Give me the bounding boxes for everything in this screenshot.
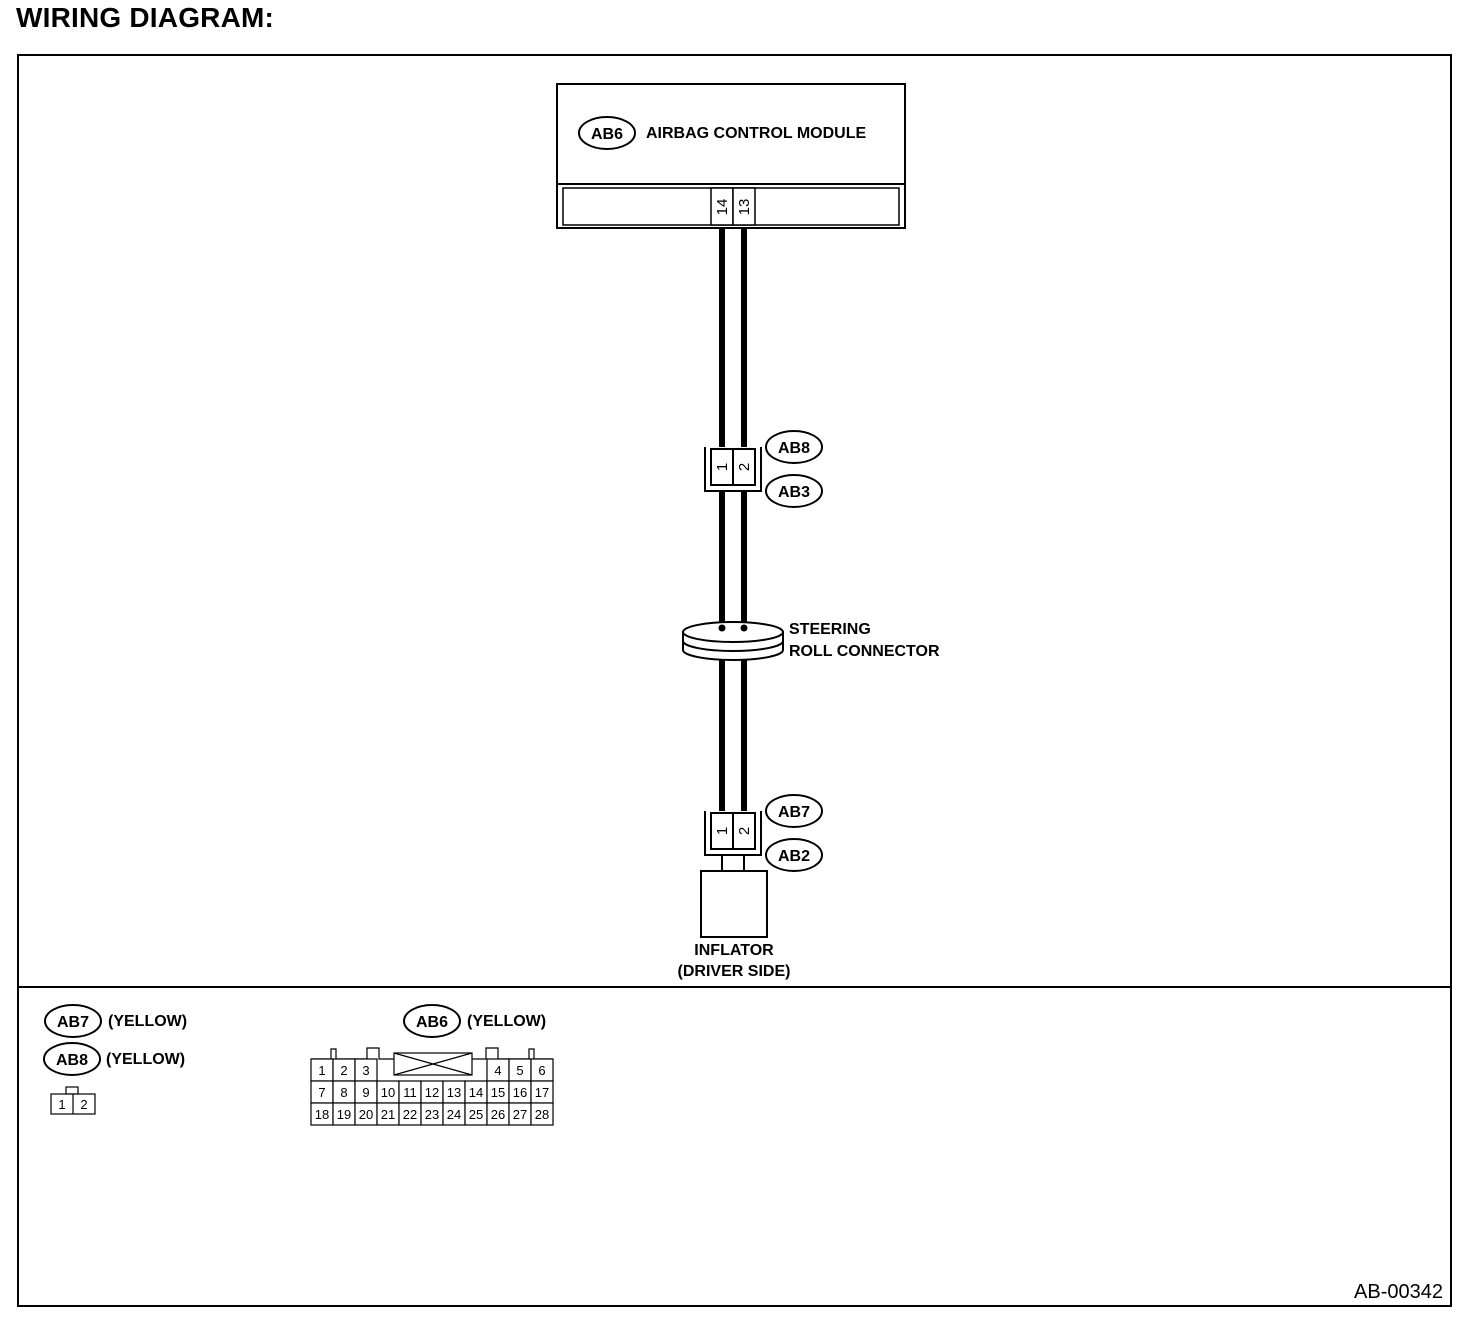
legend-ab8-code: AB8 [56,1052,88,1069]
legend-two-pin-face: 1 2 [50,1086,96,1115]
ab6-pin-number: 19 [337,1107,351,1122]
ab6-pin-number: 9 [362,1085,369,1100]
ab6-pin-number: 28 [535,1107,549,1122]
ab8-pin-2: 2 [736,463,753,471]
legend-ab7-color: (YELLOW) [108,1013,187,1030]
ab6-pin-number: 1 [318,1063,325,1078]
legend-pin-1: 1 [58,1097,65,1112]
ab6-pin-number: 13 [447,1085,461,1100]
connector-badge-ab2 [765,838,823,872]
connector-badge-ab6 [578,116,636,150]
legend-ab8-color: (YELLOW) [106,1051,185,1068]
legend-ab7-code: AB7 [57,1014,89,1031]
ab6-pin-number: 20 [359,1107,373,1122]
legend-pin-2: 2 [80,1097,87,1112]
airbag-control-module: AB6 AIRBAG CONTROL MODULE 14 13 [556,83,906,229]
module-code: AB6 [591,126,623,143]
module-pin-14: 14 [714,199,731,216]
wire-harness-upper [719,228,747,447]
ab6-pin-number: 5 [516,1063,523,1078]
wire-harness-middle [719,491,747,626]
connector-badge-ab3 [765,474,823,508]
legend-ab7-ab8: AB7 (YELLOW) AB8 (YELLOW) 1 2 [43,1004,187,1115]
inflator-label-1: INFLATOR [694,942,774,959]
ab7-pin-1: 1 [714,827,731,835]
ab6-pin-number: 22 [403,1107,417,1122]
roll-connector-label-2: ROLL CONNECTOR [789,643,940,660]
ab6-pin-number: 10 [381,1085,395,1100]
roll-connector-label-1: STEERING [789,621,871,638]
legend-badge-ab8 [43,1042,101,1076]
diagram-frame [17,54,1452,1307]
ab6-pin-number: 6 [538,1063,545,1078]
ab6-pin-number: 11 [403,1085,417,1100]
figure-id: AB-00342 [1354,1281,1443,1303]
ab6-pin-number: 2 [340,1063,347,1078]
ab2-code: AB2 [778,848,810,865]
ab6-pin-number: 4 [494,1063,501,1078]
ab6-pin-number: 15 [491,1085,505,1100]
ab6-pin-number: 7 [318,1085,325,1100]
wire-harness-lower [719,660,747,811]
ab8-pin-1: 1 [714,463,731,471]
ab3-code: AB3 [778,484,810,501]
legend-badge-ab7 [44,1004,102,1038]
legend-badge-ab6 [403,1004,461,1038]
connector-ab7-ab2: 1 2 AB7 AB2 [704,794,823,872]
ab6-pin-number: 25 [469,1107,483,1122]
ab6-pin-number: 26 [491,1107,505,1122]
ab6-pin-cell [530,1102,554,1126]
ab6-pin-number: 21 [381,1107,395,1122]
connector-ab8-ab3: 1 2 AB8 AB3 [704,430,823,508]
inflator-label-2: (DRIVER SIDE) [678,963,791,980]
ab7-code: AB7 [778,804,810,821]
connector-badge-ab7 [765,794,823,828]
ab6-pin-number: 24 [447,1107,461,1122]
module-pin-13: 13 [736,199,753,216]
ab6-pin-number: 18 [315,1107,329,1122]
steering-roll-connector: STEERING ROLL CONNECTOR [682,621,940,661]
ab6-pin-number: 8 [340,1085,347,1100]
page-title: WIRING DIAGRAM: [16,2,275,33]
ab8-code: AB8 [778,440,810,457]
inflator: INFLATOR (DRIVER SIDE) [678,855,791,980]
ab6-pin-number: 16 [513,1085,527,1100]
legend-ab6-code: AB6 [416,1014,448,1031]
ab6-pin-number: 27 [513,1107,527,1122]
module-label: AIRBAG CONTROL MODULE [646,125,866,142]
ab7-pin-2: 2 [736,827,753,835]
connector-badge-ab8 [765,430,823,464]
ab6-pin-number: 23 [425,1107,439,1122]
ab6-pin-number: 17 [535,1085,549,1100]
ab6-pin-number: 3 [362,1063,369,1078]
ab6-pin-number: 14 [469,1085,483,1100]
ab6-pin-number: 12 [425,1085,439,1100]
legend-ab6-color: (YELLOW) [467,1013,546,1030]
